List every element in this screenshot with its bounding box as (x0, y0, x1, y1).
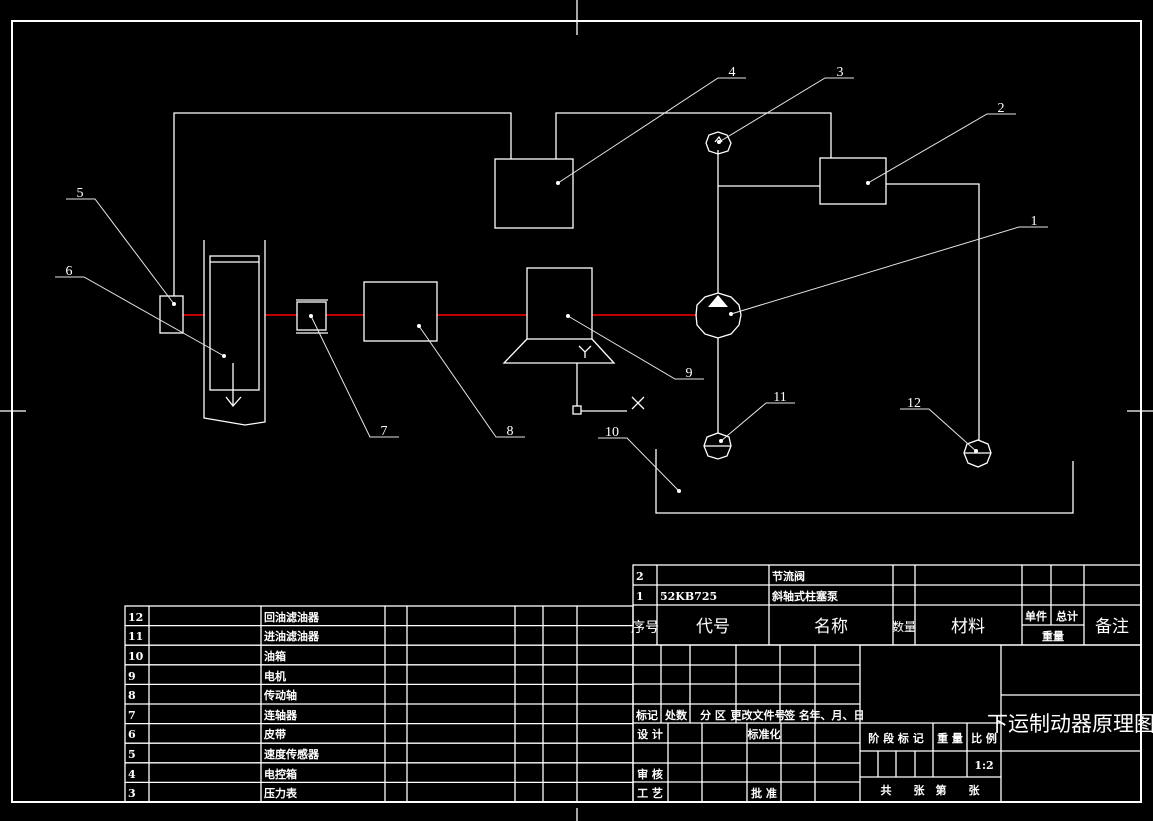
part-no: 9 (128, 670, 136, 683)
part-no: 8 (128, 689, 136, 702)
header-unit: 单件 (1025, 609, 1047, 623)
rev-date-label: 年、月、日 (810, 708, 865, 722)
hydraulic-pipes (173, 112, 980, 440)
signoff-standard-label: 标准化 (747, 727, 781, 741)
sheet-count-label: 共 张 第 张 (881, 783, 981, 797)
part-no: 1 (636, 590, 644, 603)
part-name: 皮带 (263, 727, 286, 741)
part-no: 10 (128, 650, 144, 663)
axial-piston-pump (695, 292, 742, 339)
rev-sign-label: 签 名 (783, 708, 810, 722)
signoff-process-label: 工 艺 (637, 786, 663, 800)
part-name: 节流阀 (772, 569, 805, 583)
rev-zone-label: 分 区 (700, 708, 726, 722)
coupling (296, 299, 328, 334)
header-material: 材料 (951, 617, 985, 637)
stage-mark-label: 阶 段 标 记 (868, 731, 924, 745)
part-name: 传动轴 (263, 688, 297, 702)
header-total: 总计 (1056, 609, 1078, 623)
part-no: 7 (128, 709, 136, 722)
part-code: 52KB725 (660, 590, 717, 603)
rev-count-label: 处数 (664, 708, 688, 722)
speed-sensor (159, 295, 184, 334)
scale-value: 1:2 (974, 759, 993, 772)
header-qty: 数量 (892, 619, 916, 634)
callout-12: 12 (907, 396, 921, 411)
return-filter (963, 439, 992, 468)
header-weight: 重量 (1042, 629, 1064, 643)
drawing-title: 下运制动器原理图 (987, 712, 1153, 736)
belt-drum (203, 240, 266, 426)
callout-9: 9 (686, 366, 693, 381)
part-no: 6 (128, 728, 136, 741)
part-name: 回油滤油器 (264, 610, 320, 624)
part-name: 压力表 (264, 786, 298, 800)
weight-label: 重 量 (937, 731, 963, 745)
callout-5: 5 (77, 186, 84, 201)
callout-11: 11 (773, 390, 786, 405)
callout-8: 8 (507, 424, 514, 439)
oil-tank (655, 449, 1074, 514)
callout-6: 6 (66, 264, 73, 279)
part-name: 进油滤油器 (264, 629, 320, 643)
part-no: 2 (636, 570, 644, 583)
header-name: 名称 (814, 617, 848, 637)
parts-list-right (632, 564, 1142, 646)
parts-list-left-rows: 12 回油滤油器 11 进油滤油器 10 油箱 9 电机 8 传动轴 7 连轴器… (128, 610, 320, 800)
part-name: 斜轴式柱塞泵 (771, 589, 838, 603)
header-code: 代号 (696, 617, 730, 637)
callout-7: 7 (381, 424, 388, 439)
electric-control-box (494, 158, 574, 229)
callout-2: 2 (998, 101, 1005, 116)
callout-3: 3 (837, 65, 844, 80)
part-no: 12 (128, 611, 143, 624)
throttle-valve (819, 157, 887, 205)
part-name: 电机 (264, 669, 286, 683)
part-no: 5 (128, 748, 136, 761)
signoff-review-label: 审 核 (637, 767, 663, 781)
part-name: 油箱 (264, 649, 286, 663)
rev-doc-label: 更改文件号 (731, 708, 786, 722)
callout-10: 10 (605, 425, 619, 440)
part-name: 电控箱 (264, 767, 297, 781)
part-name: 速度传感器 (264, 747, 320, 761)
signoff-design-label: 设 计 (637, 727, 663, 741)
leader-lines (55, 77, 1048, 493)
ratio-label: 比 例 (971, 731, 997, 745)
part-no: 3 (128, 787, 136, 800)
part-no: 4 (128, 768, 136, 781)
title-block-grid (632, 644, 1142, 803)
part-name: 连轴器 (264, 708, 298, 722)
part-no: 11 (128, 630, 143, 643)
header-remark: 备注 (1095, 617, 1129, 637)
callout-1: 1 (1031, 214, 1038, 229)
parts-list-left (124, 605, 634, 803)
header-no: 序号 (631, 620, 659, 636)
inlet-filter (703, 432, 732, 460)
transmission-shaft (363, 281, 438, 342)
signoff-approve-label: 批 准 (751, 786, 777, 800)
motor (502, 267, 645, 415)
callout-4: 4 (729, 65, 736, 80)
rev-mark-label: 标记 (635, 708, 658, 722)
